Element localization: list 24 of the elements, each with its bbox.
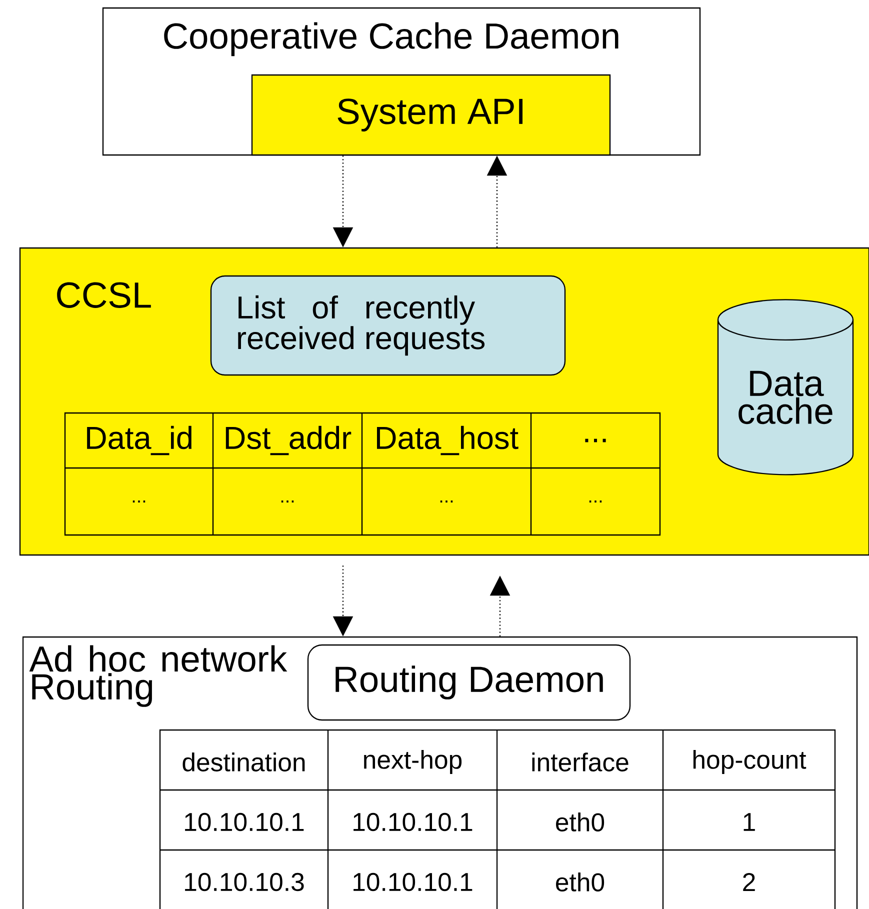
table-cell-text: ... (132, 500, 146, 502)
table-cell-text: Dst_addr (226, 426, 352, 456)
api-box: System API (251, 74, 611, 156)
table-cell-text: interface (532, 752, 628, 772)
list-box: List of recently received requests (210, 275, 566, 376)
table-cell-text: next-hop (364, 750, 462, 774)
table-cell-text: 10.10.10.1 (354, 812, 472, 832)
table-cell-text: 10.10.10.3 (185, 872, 304, 892)
table-cell-text: ... (589, 500, 602, 502)
table-cell-text: ... (440, 500, 453, 502)
table-cell-text: eth0 (556, 812, 604, 832)
table-cell-text: Data_id (87, 426, 192, 456)
table-cell-text: eth0 (556, 872, 604, 892)
table-cell-text: hop-count (693, 750, 806, 774)
table-cell-text: Data_host (377, 426, 518, 456)
table-cell-text: 2 (743, 873, 755, 891)
table-cell-text: 10.10.10.1 (354, 872, 472, 892)
table-cell-text: ... (281, 500, 294, 502)
table-cell-text: destination (182, 752, 305, 772)
daemon-box: Routing Daemon (307, 644, 631, 721)
cache-cylinder: Data cache (717, 299, 854, 476)
table-cell-text: ... (585, 438, 606, 442)
table-cell-text: 10.10.10.1 (185, 812, 304, 832)
table-cell-text: 1 (744, 813, 755, 831)
